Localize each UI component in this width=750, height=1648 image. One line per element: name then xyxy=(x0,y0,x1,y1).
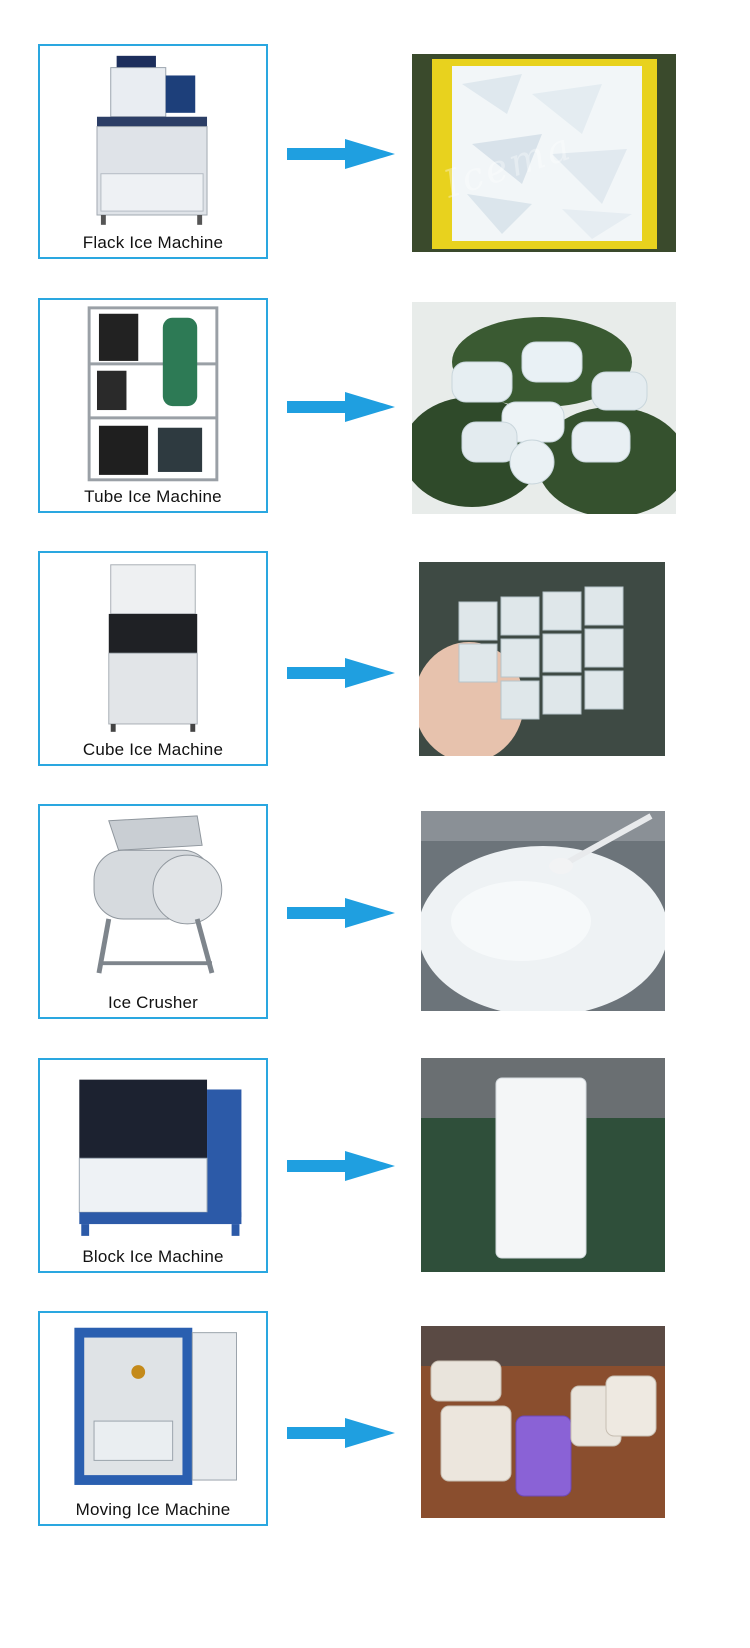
machine-label: Cube Ice Machine xyxy=(82,740,224,759)
ice-crusher-card: Ice Crusher xyxy=(38,804,268,1019)
ice-blocks-photo xyxy=(421,1326,665,1518)
machine-label: Tube Ice Machine xyxy=(84,487,222,506)
cube-ice-machine-image xyxy=(108,564,198,732)
crushed-ice-photo xyxy=(421,811,665,1011)
tube-ice-machine-image xyxy=(87,306,219,482)
machine-label: Block Ice Machine xyxy=(82,1247,224,1266)
arrow-right-icon xyxy=(287,139,395,169)
block-ice-photo xyxy=(421,1058,665,1272)
tube-ice-photo xyxy=(412,302,676,514)
cube-ice-machine-card: Cube Ice Machine xyxy=(38,551,268,766)
arrow-right-icon xyxy=(287,1151,395,1181)
block-ice-machine-card: Block Ice Machine xyxy=(38,1058,268,1273)
ice-crusher-image xyxy=(93,815,223,974)
cube-ice-photo xyxy=(419,562,665,756)
machine-label: Flack Ice Machine xyxy=(82,233,224,252)
arrow-right-icon xyxy=(287,898,395,928)
moving-ice-machine-image xyxy=(74,1327,237,1485)
arrow-right-icon xyxy=(287,658,395,688)
arrow-right-icon xyxy=(287,392,395,422)
moving-ice-machine-card: Moving Ice Machine xyxy=(38,1311,268,1526)
arrow-right-icon xyxy=(287,1418,395,1448)
block-ice-machine-image xyxy=(78,1079,242,1236)
flake-ice-machine-image xyxy=(96,55,208,225)
flake-ice-photo: Icema xyxy=(412,54,676,252)
machine-label: Moving Ice Machine xyxy=(75,1500,231,1519)
machine-label: Ice Crusher xyxy=(107,993,199,1012)
flake-ice-machine-card: Flack Ice Machine xyxy=(38,44,268,259)
tube-ice-machine-card: Tube Ice Machine xyxy=(38,298,268,513)
